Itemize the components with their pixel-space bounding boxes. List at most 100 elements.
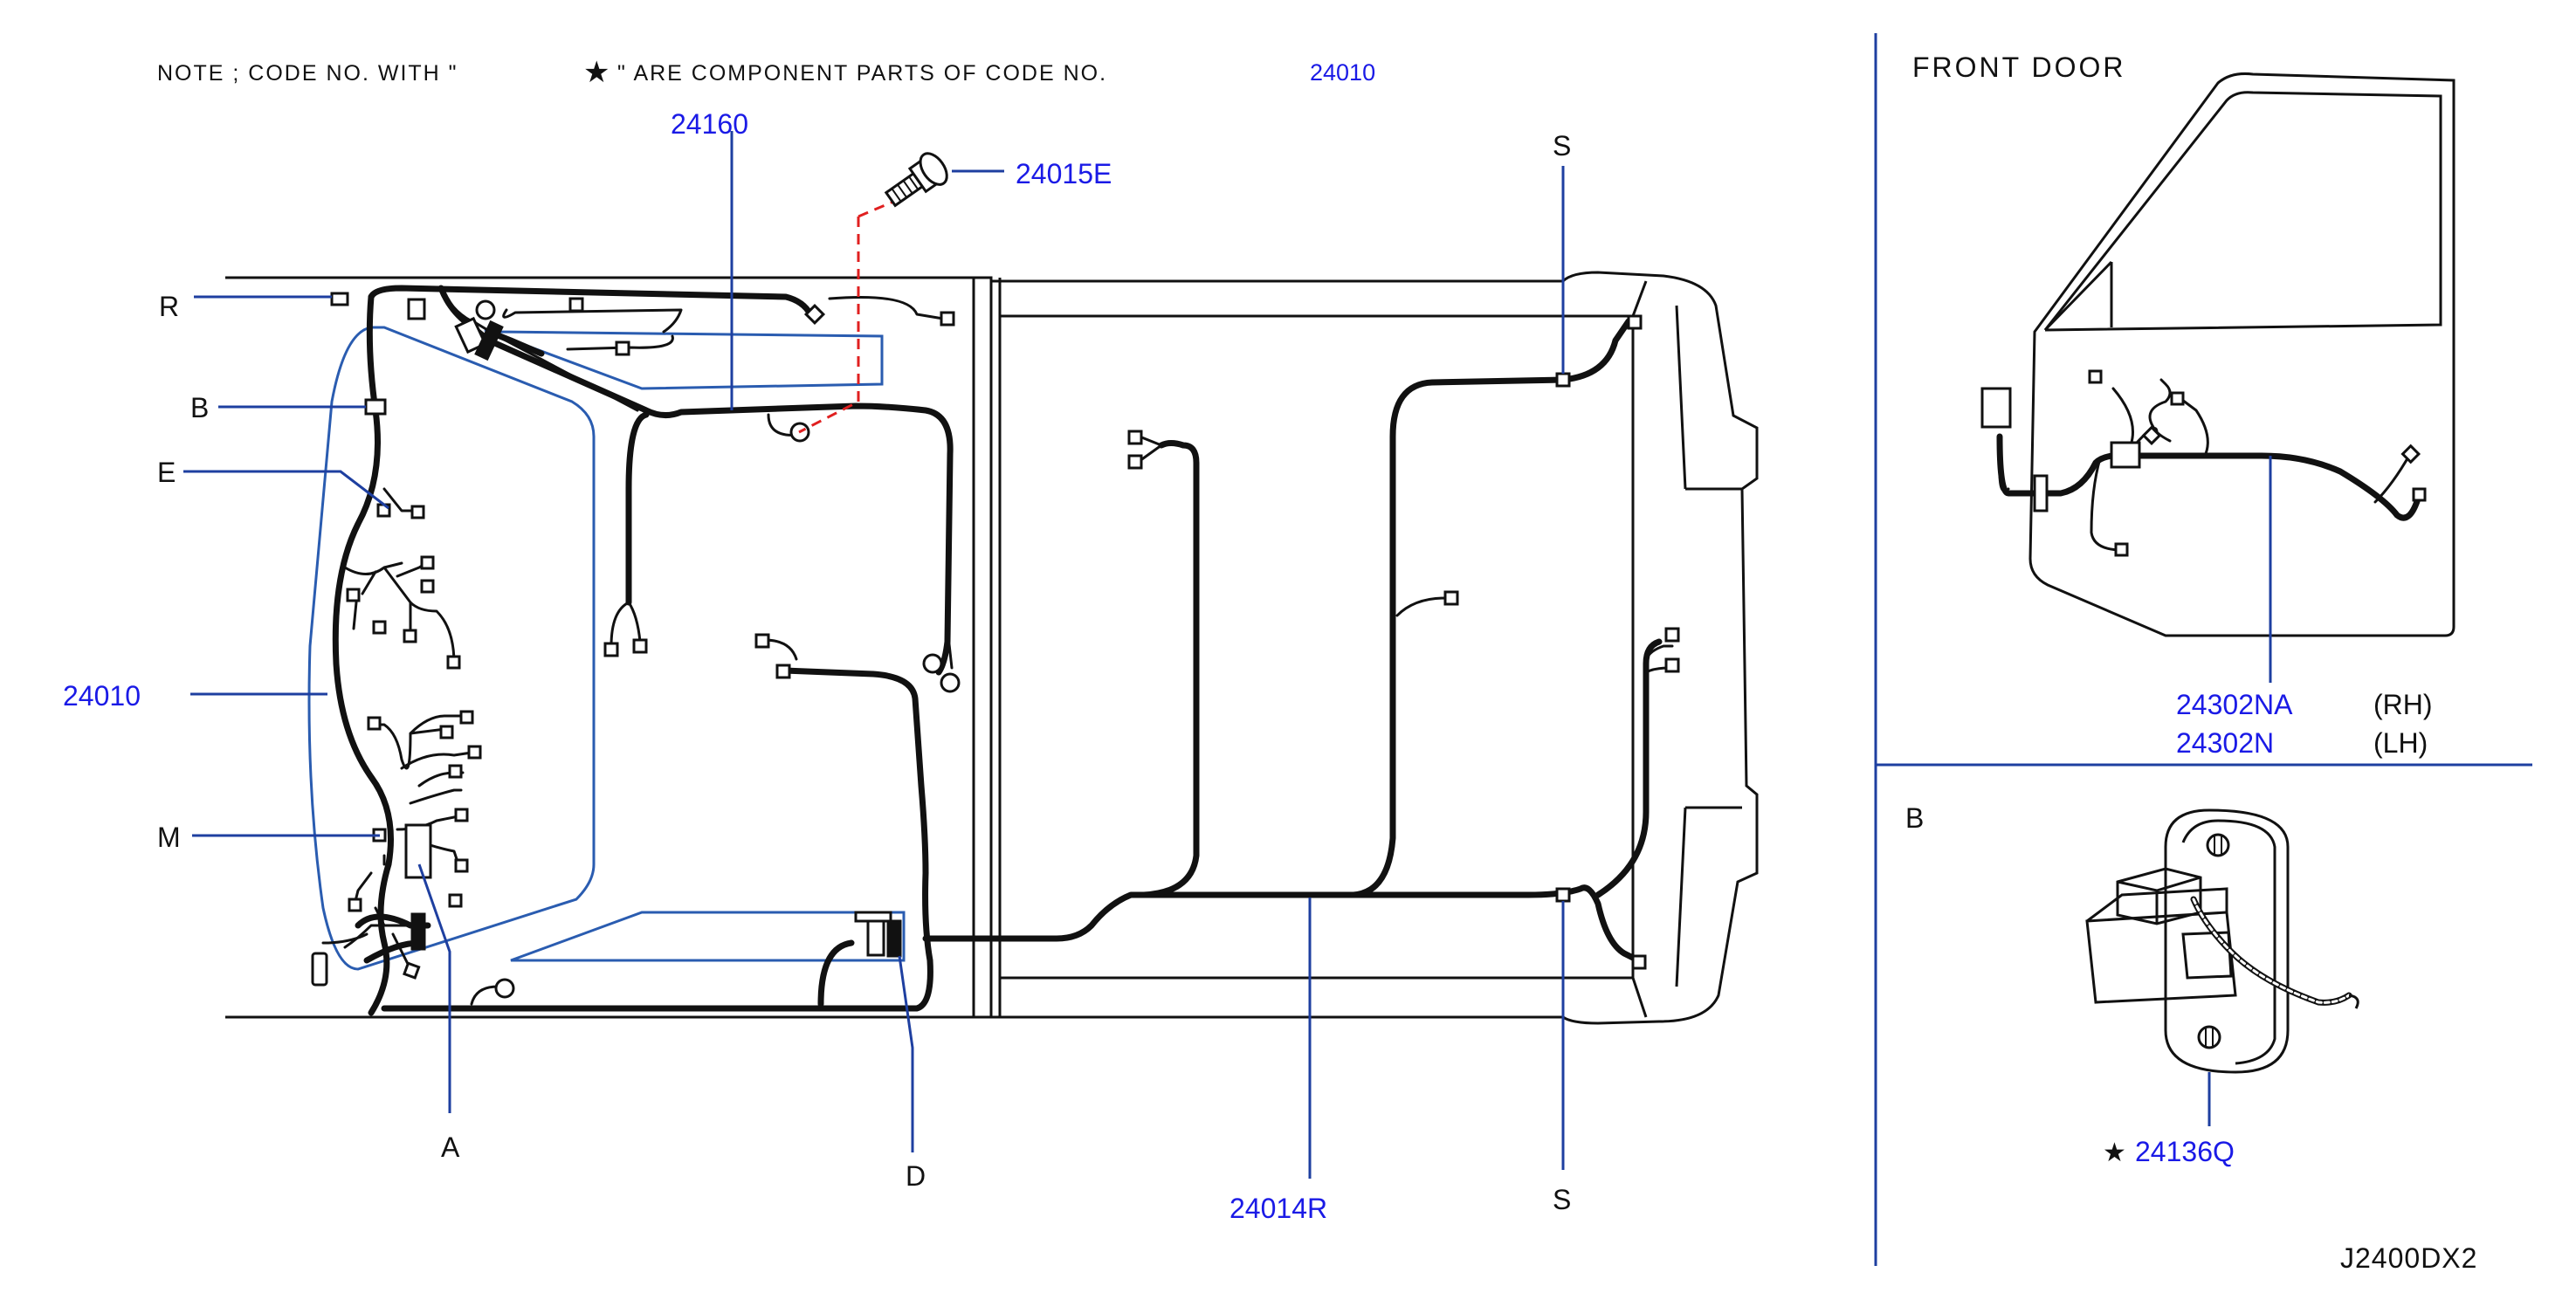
drawing-id: J2400DX2	[2340, 1242, 2477, 1274]
connector	[615, 340, 630, 356]
connectors-floor-left	[494, 633, 902, 999]
connector	[2110, 441, 2141, 469]
labels-main: R B E M A D S S 24160 24015E 24010 24014…	[63, 108, 1571, 1224]
label-e: E	[157, 457, 176, 488]
part-24136q[interactable]: 24136Q	[2135, 1136, 2235, 1167]
connector	[448, 893, 463, 908]
connector	[403, 629, 417, 643]
connector	[410, 505, 425, 519]
connector-dark	[410, 912, 426, 951]
detail-b-panel: B ★ 24136Q	[1905, 802, 2359, 1167]
bolt-icon	[884, 152, 948, 208]
harness-floor-left	[381, 638, 933, 1012]
connector-s-bottom	[1555, 887, 1571, 903]
connector	[632, 638, 648, 654]
vehicle-body-outline	[225, 271, 1759, 1025]
connector	[454, 316, 487, 354]
connector	[2412, 487, 2427, 502]
part-24302n[interactable]: 24302N	[2176, 727, 2274, 759]
connector-round	[475, 299, 496, 320]
connector	[1627, 314, 1643, 330]
connectors-24014r	[1127, 314, 1680, 970]
note-star: ★	[583, 56, 610, 89]
outline-24010	[307, 326, 596, 971]
connectors-24160	[454, 297, 961, 693]
connector	[420, 555, 435, 570]
connector	[348, 898, 362, 912]
connector	[568, 297, 584, 313]
connector	[330, 292, 349, 306]
connector	[407, 298, 426, 320]
part-24160[interactable]: 24160	[671, 108, 748, 140]
connector	[448, 764, 463, 779]
connector-bracket	[854, 911, 892, 923]
connector	[803, 303, 826, 326]
connector	[467, 745, 482, 760]
connector	[2170, 391, 2185, 406]
connector-round	[494, 978, 515, 999]
connector	[367, 716, 382, 731]
part-24015e[interactable]: 24015E	[1016, 158, 1112, 189]
side-lh: (LH)	[2373, 727, 2428, 759]
grommet-bracket-icon	[2085, 808, 2359, 1074]
note-suffix: " ARE COMPONENT PARTS OF CODE NO.	[617, 61, 1107, 86]
outline-24014r-clip	[510, 911, 906, 962]
label-a: A	[441, 1131, 460, 1163]
door-outline	[2028, 72, 2455, 637]
label-s-top: S	[1553, 130, 1571, 162]
front-door-panel: FRONT DOOR 24302NA (RH)	[1912, 52, 2455, 759]
connector	[1127, 454, 1143, 470]
part-24302na[interactable]: 24302NA	[2176, 689, 2293, 720]
connector	[775, 664, 791, 679]
connector	[2400, 444, 2421, 464]
junction-block-m	[404, 823, 432, 879]
door-harness	[1996, 378, 2422, 552]
note-code-link[interactable]: 24010	[1310, 59, 1375, 86]
label-b[interactable]: B	[190, 392, 209, 423]
connector	[346, 588, 361, 602]
harness-24014r	[922, 318, 1674, 966]
connector	[1127, 430, 1143, 445]
connector	[439, 725, 454, 739]
front-door-title: FRONT DOOR	[1912, 52, 2126, 83]
connector	[1980, 387, 2012, 429]
connector-dark	[886, 919, 902, 958]
note-prefix: NOTE ; CODE NO. WITH "	[157, 61, 458, 86]
part-24010[interactable]: 24010	[63, 680, 141, 712]
connector	[754, 633, 770, 649]
connector	[1664, 627, 1680, 643]
connector	[454, 858, 469, 873]
connector-round	[940, 672, 961, 693]
connector	[1664, 657, 1680, 673]
connector	[2033, 474, 2049, 512]
connector-dark	[474, 320, 504, 361]
leaders-main	[183, 131, 1565, 1179]
connector	[420, 579, 435, 594]
label-r: R	[159, 291, 179, 322]
connector	[2088, 369, 2103, 384]
connector	[1443, 590, 1459, 606]
connector	[1631, 954, 1647, 970]
detail-b-title: B	[1905, 802, 1924, 834]
connector	[311, 952, 328, 987]
label-m: M	[157, 822, 181, 853]
connector	[403, 961, 421, 980]
side-rh: (RH)	[2373, 689, 2433, 720]
connector	[2114, 542, 2129, 557]
label-s-bottom: S	[1553, 1184, 1571, 1215]
hidden-install-path	[798, 217, 860, 434]
connector	[459, 710, 474, 725]
connector-round	[922, 653, 943, 674]
door-connectors	[1980, 369, 2427, 557]
harness-24160	[368, 285, 954, 676]
connector	[2141, 425, 2162, 446]
connector	[940, 311, 955, 327]
connector-s-top	[1555, 372, 1571, 388]
outline-24160-clip	[484, 328, 884, 390]
connector	[446, 655, 461, 670]
part-24014r[interactable]: 24014R	[1229, 1193, 1327, 1224]
detail-b-star: ★	[2103, 1138, 2126, 1167]
bolt-24015e	[798, 152, 948, 434]
